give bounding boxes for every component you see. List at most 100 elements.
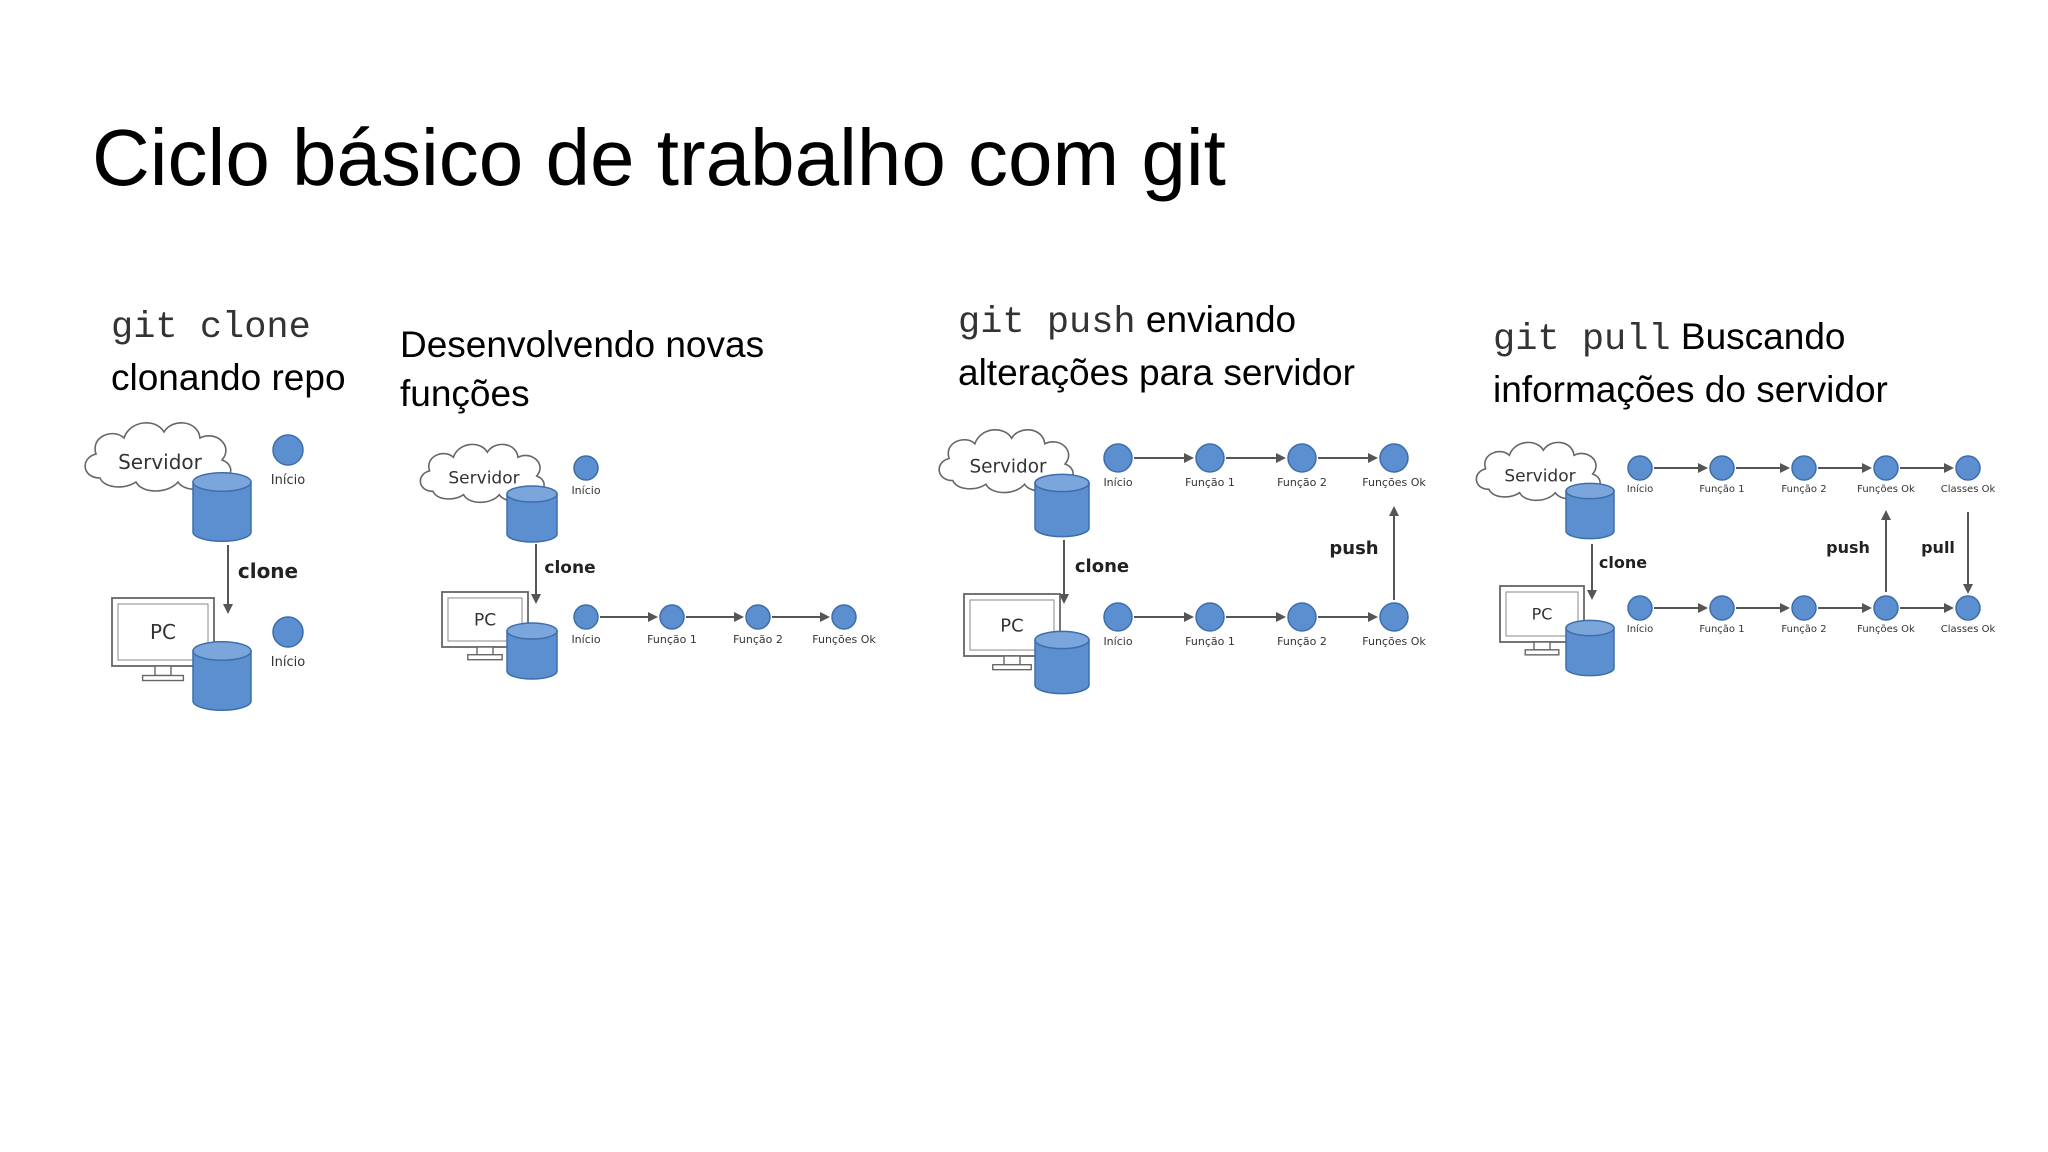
monitor-neck — [154, 665, 172, 677]
commit-node — [1873, 455, 1899, 481]
server-cloud-icon: Servidor — [938, 429, 1074, 494]
pc-database-icon — [1565, 619, 1615, 677]
commit-label: Funções Ok — [812, 633, 876, 646]
caption-code: git pull — [1493, 319, 1671, 361]
commit-label: Função 2 — [1277, 476, 1327, 489]
cloud-shape — [1475, 441, 1601, 502]
caption-line2: alterações para servidor — [958, 352, 1355, 393]
commit-node — [1379, 602, 1409, 632]
database-top — [1034, 473, 1090, 493]
commit-node — [573, 455, 599, 481]
commit-label: Funções Ok — [1362, 476, 1426, 489]
commit-label: Início — [1103, 635, 1132, 648]
database-body — [1034, 639, 1090, 695]
caption-clone: git clone clonando repo — [111, 300, 346, 402]
caption-line1: Desenvolvendo novas — [400, 324, 765, 365]
commit-node — [1955, 455, 1981, 481]
cloud-shape — [84, 422, 232, 492]
server-label: Servidor — [969, 456, 1046, 477]
commit-label: Função 2 — [1277, 635, 1327, 648]
commit-node — [1287, 602, 1317, 632]
commit-label: Função 1 — [647, 633, 697, 646]
caption-text: clonando repo — [111, 357, 346, 398]
commit-node — [1103, 602, 1133, 632]
commit-label: Funções Ok — [1857, 484, 1915, 495]
clone-label: clone — [544, 558, 595, 578]
push-label: push — [1826, 538, 1870, 557]
commit-node — [1287, 443, 1317, 473]
cloud-shape — [419, 443, 545, 504]
database-body — [1565, 490, 1615, 540]
commit-label: Função 2 — [1781, 484, 1826, 495]
commit-label: Início — [1627, 623, 1653, 635]
commit-node — [831, 604, 857, 630]
database-body — [506, 493, 558, 543]
database-top — [192, 640, 252, 662]
commit-node — [745, 604, 771, 630]
pc-label: PC — [1000, 615, 1023, 636]
database-top — [1565, 619, 1615, 637]
database-top — [1034, 630, 1090, 650]
server-label: Servidor — [1504, 467, 1575, 487]
commit-node — [1103, 443, 1133, 473]
clone-label: clone — [1075, 556, 1129, 577]
commit-label: Função 1 — [1699, 624, 1744, 635]
monitor-base — [467, 654, 503, 661]
monitor-base — [1524, 649, 1560, 656]
clone-label: clone — [238, 559, 298, 583]
commit-node — [1627, 455, 1653, 481]
commit-label: Função 1 — [1185, 635, 1235, 648]
commit-node — [659, 604, 685, 630]
commit-node — [1627, 595, 1653, 621]
commit-label: Função 1 — [1699, 484, 1744, 495]
commit-node — [1709, 455, 1735, 481]
commit-label: Início — [271, 473, 305, 488]
caption-text: enviando — [1145, 299, 1297, 340]
database-top — [506, 485, 558, 503]
cloud-shape — [938, 429, 1074, 494]
pc-database-icon — [1034, 630, 1090, 695]
commit-label: Classes Ok — [1941, 484, 1996, 495]
caption-develop: Desenvolvendo novas funções — [400, 320, 764, 418]
slide-title: Ciclo básico de trabalho com git — [92, 113, 1226, 202]
commit-node — [573, 604, 599, 630]
database-body — [1565, 627, 1615, 677]
database-body — [192, 481, 252, 543]
commit-label: Função 2 — [1781, 624, 1826, 635]
pc-database-icon — [506, 622, 558, 680]
server-cloud-icon: Servidor — [419, 443, 545, 504]
database-body — [506, 630, 558, 680]
pc-label: PC — [474, 610, 496, 630]
commit-label: Início — [1103, 476, 1132, 489]
commit-node — [1791, 455, 1817, 481]
server-database-icon — [1565, 482, 1615, 540]
server-label: Servidor — [448, 469, 519, 489]
commit-node — [1709, 595, 1735, 621]
commit-node — [272, 616, 304, 648]
server-database-icon — [192, 471, 252, 543]
commit-label: Função 1 — [1185, 476, 1235, 489]
commit-label: Funções Ok — [1857, 624, 1915, 635]
commit-node — [1955, 595, 1981, 621]
clone-label: clone — [1599, 553, 1647, 572]
monitor-base — [992, 663, 1032, 671]
commit-label: Início — [571, 484, 600, 497]
commit-label: Início — [271, 655, 305, 670]
caption-push: git push enviando alterações para servid… — [958, 295, 1355, 397]
server-cloud-icon: Servidor — [84, 422, 232, 492]
pull-label: pull — [1921, 538, 1955, 557]
commit-label: Início — [571, 633, 600, 646]
pc-label: PC — [1532, 605, 1553, 624]
database-body — [1034, 482, 1090, 538]
commit-label: Funções Ok — [1362, 635, 1426, 648]
commit-label: Classes Ok — [1941, 624, 1996, 635]
commit-node — [1195, 443, 1225, 473]
commit-node — [1791, 595, 1817, 621]
database-top — [506, 622, 558, 640]
server-database-icon — [506, 485, 558, 543]
commit-node — [272, 434, 304, 466]
monitor-neck — [1533, 641, 1551, 651]
database-body — [192, 650, 252, 712]
caption-pull: git pull Buscando informações do servido… — [1493, 312, 1888, 414]
commit-label: Início — [1627, 483, 1653, 495]
